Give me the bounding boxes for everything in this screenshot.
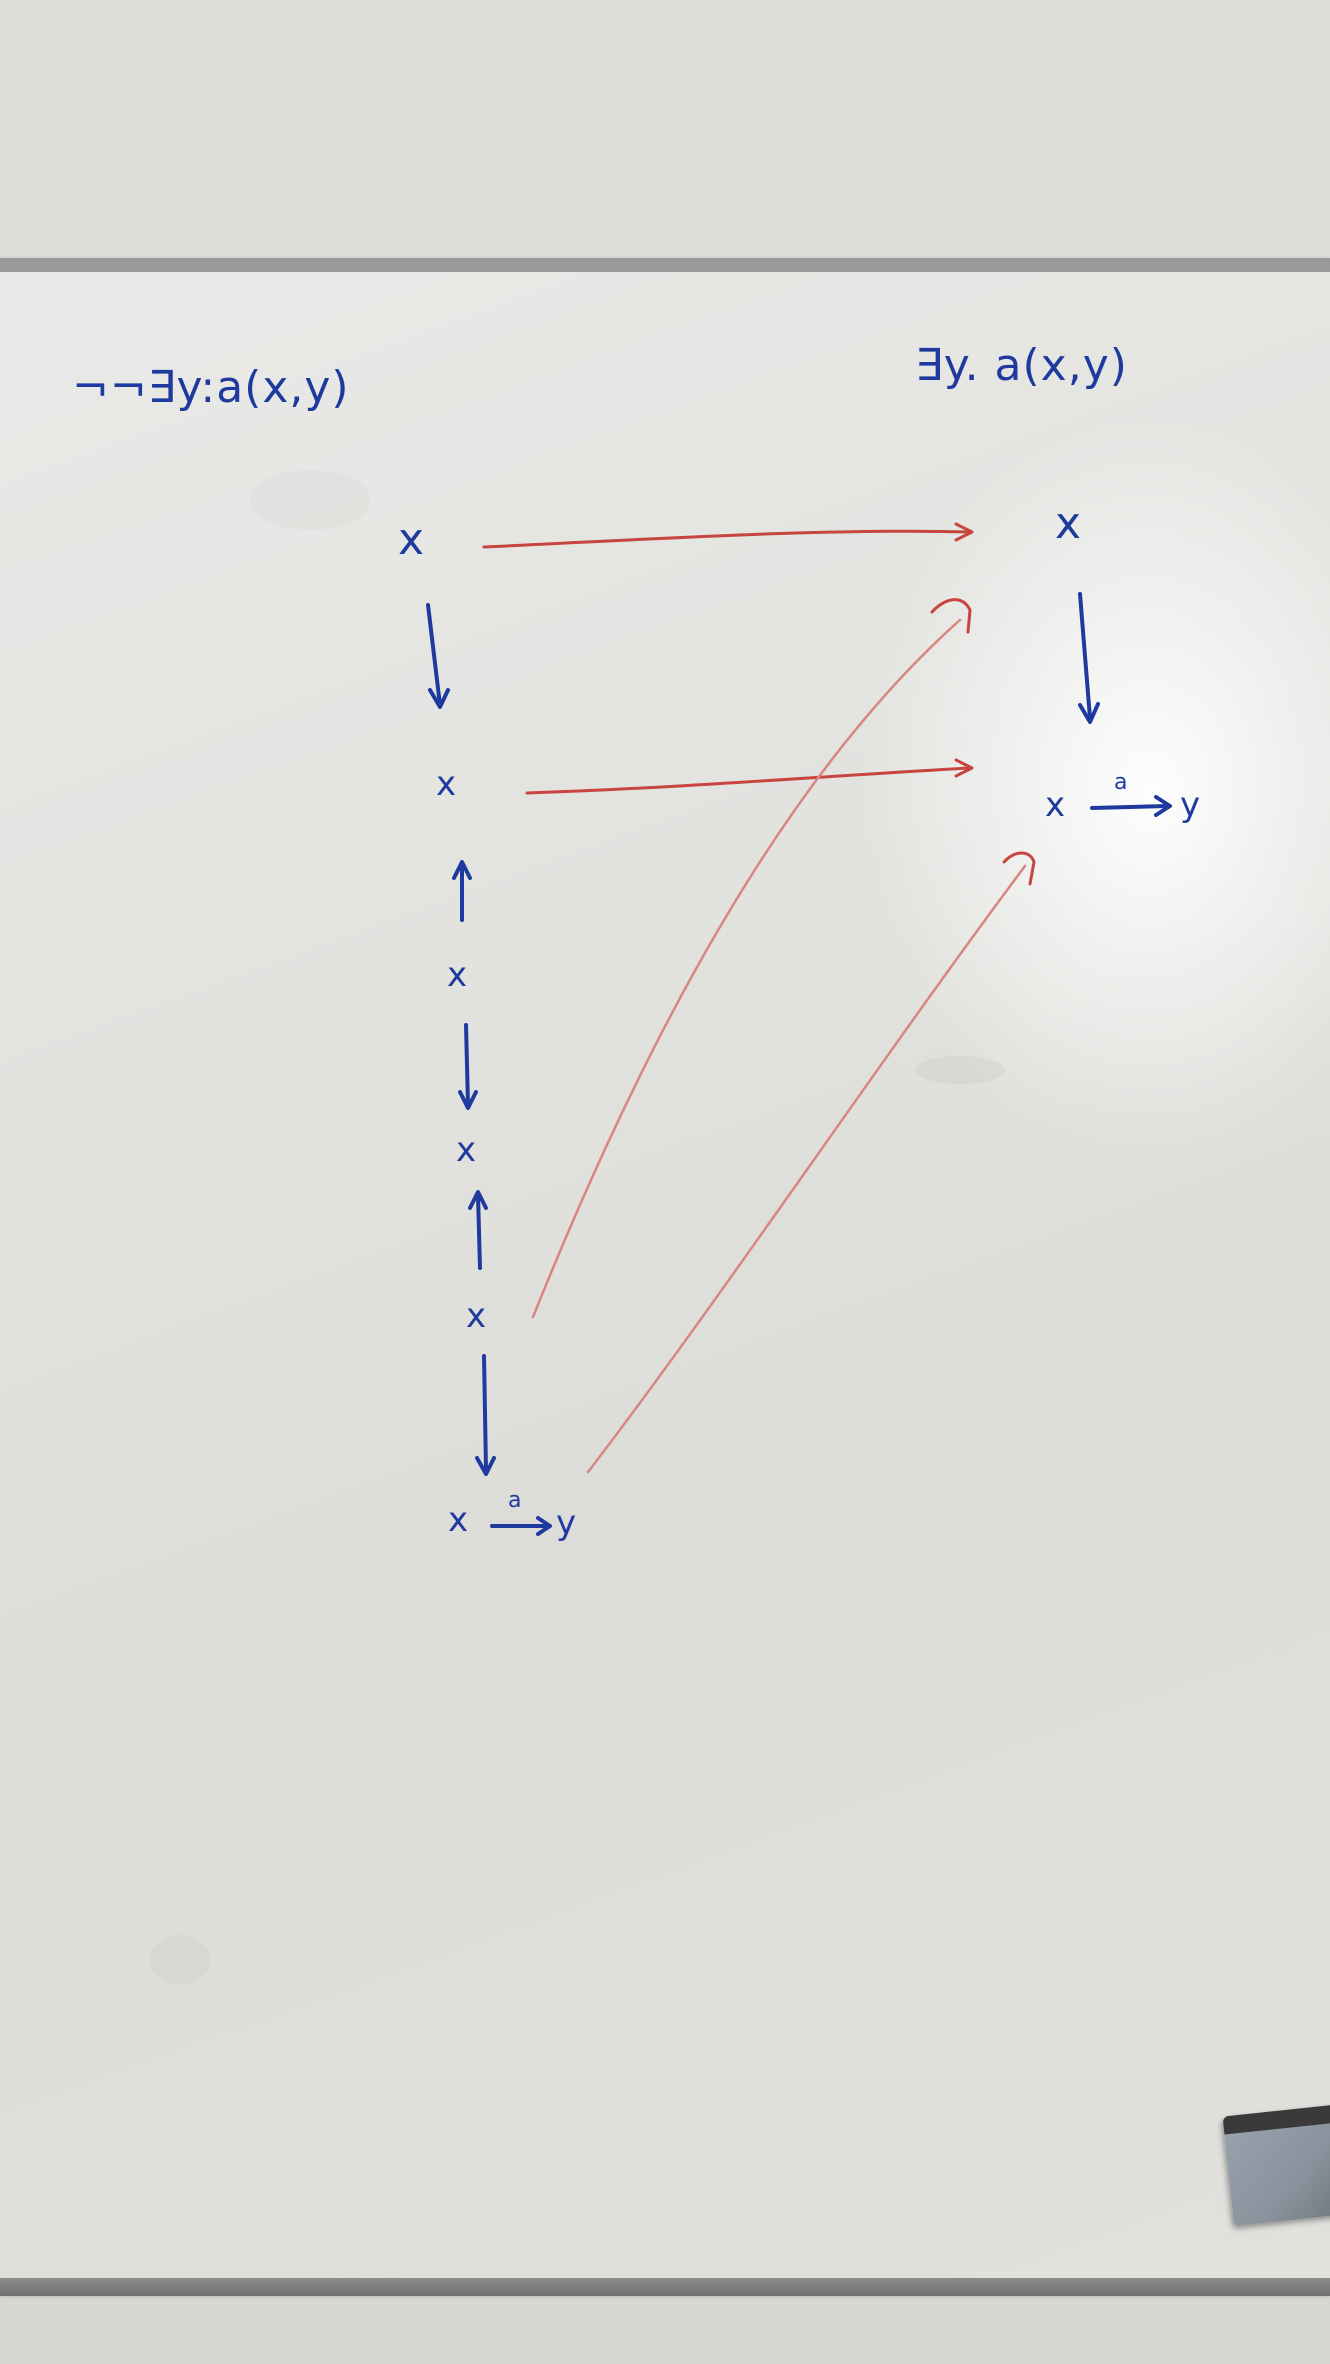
- left-node-4: x: [456, 1130, 477, 1170]
- right-formula: ∃y. a(x,y): [915, 340, 1128, 391]
- smudge-2: [915, 1056, 1005, 1084]
- marker-tray: [0, 2278, 1330, 2296]
- right-final-arrow-label: a: [1114, 770, 1128, 795]
- left-final-to: y: [556, 1503, 577, 1543]
- red-arrow-3: [531, 618, 962, 1319]
- whiteboard: [0, 272, 1330, 2278]
- left-node-5: x: [466, 1296, 487, 1336]
- smudge-1: [250, 470, 370, 530]
- right-arrow-1-head: [1078, 702, 1100, 724]
- red-arrow-1: [482, 529, 972, 549]
- right-final-to: y: [1180, 785, 1201, 825]
- red-arrow-4-head: [1002, 851, 1036, 886]
- left-arrow-4-up: [476, 1193, 482, 1270]
- right-node-1: x: [1055, 498, 1082, 549]
- left-formula: ¬¬∃y:a(x,y): [72, 362, 350, 413]
- left-node-1: x: [398, 514, 425, 565]
- right-final-arrow-line: [1090, 804, 1170, 810]
- left-final-arrow-label: a: [508, 1488, 522, 1513]
- right-final-from: x: [1045, 785, 1066, 825]
- left-final-arrow-head: [536, 1516, 552, 1536]
- left-arrow-1-head: [428, 688, 450, 709]
- smudge-3: [150, 1935, 210, 1985]
- left-arrow-1-down: [426, 603, 442, 707]
- left-final-from: x: [448, 1500, 469, 1540]
- left-node-2: x: [436, 764, 457, 804]
- eraser: [1222, 2104, 1330, 2226]
- red-arrow-1-head: [954, 522, 974, 542]
- right-final-arrow-head: [1154, 795, 1172, 817]
- red-arrow-2-head: [954, 758, 974, 778]
- left-node-3: x: [447, 955, 468, 995]
- red-arrow-3-head: [930, 598, 972, 634]
- left-arrow-3-head: [458, 1090, 478, 1110]
- red-arrow-2: [525, 766, 972, 795]
- left-arrow-3-down: [464, 1023, 470, 1107]
- right-arrow-1-down: [1078, 592, 1092, 720]
- left-arrow-4-head: [468, 1190, 488, 1210]
- left-arrow-2-head: [452, 860, 472, 880]
- left-arrow-5-down: [482, 1354, 488, 1472]
- left-arrow-5-head: [475, 1456, 496, 1476]
- red-arrow-4: [586, 864, 1027, 1474]
